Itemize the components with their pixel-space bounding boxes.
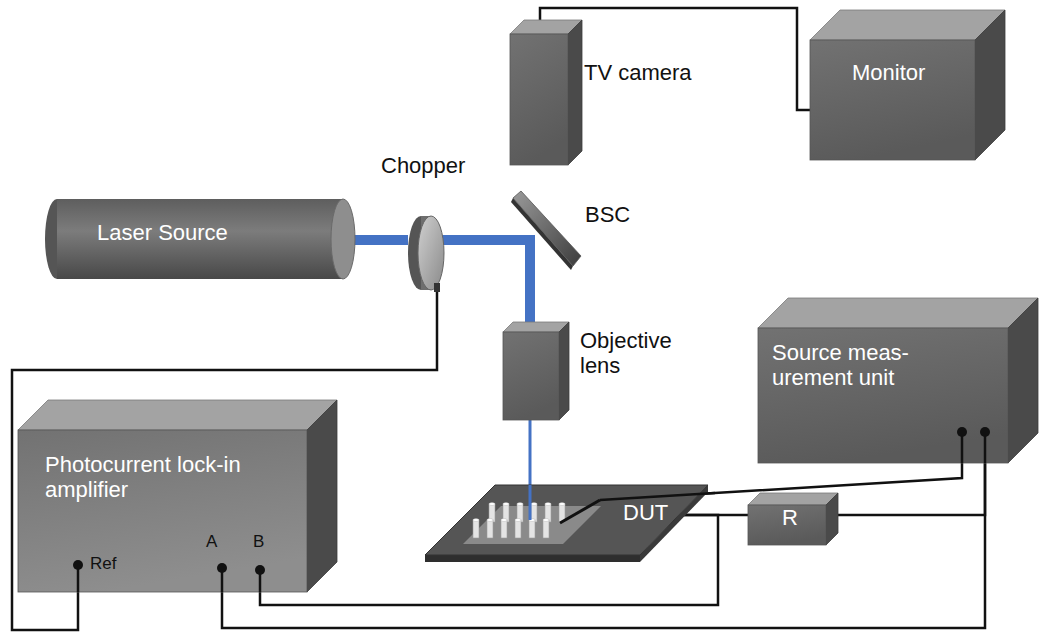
objective-lens-shape (503, 322, 569, 420)
box-side-face (559, 322, 569, 420)
resistor-box: R (748, 493, 838, 545)
nanopillar (515, 520, 521, 538)
laser-aperture (331, 199, 355, 279)
node-label: BSC (585, 202, 630, 227)
terminal-dot (255, 565, 265, 575)
laser-beam (525, 240, 535, 322)
device-under-test: DUT (425, 482, 715, 568)
nanopillar-top (489, 503, 495, 506)
splitter-plate (513, 191, 581, 266)
chopper-disc-shape (403, 213, 447, 293)
nanopillar-top (543, 519, 549, 522)
laser-body (57, 199, 343, 279)
terminal-dot (217, 563, 227, 573)
terminal-label: A (206, 532, 217, 552)
box-front-face (748, 505, 826, 545)
probe-needle (560, 500, 600, 523)
box-side-face (826, 493, 838, 545)
node-label: TV camera (584, 60, 692, 85)
node-label: R (782, 505, 798, 530)
nanopillar (487, 520, 493, 538)
terminal-dot (980, 427, 990, 437)
chopper-post (434, 283, 440, 292)
beam-splitter-shape (505, 188, 583, 273)
terminal-dot (73, 560, 83, 570)
laser-source: Laser Source (45, 196, 355, 282)
box-top-face (758, 298, 1038, 328)
objective-lens: Objective lens (503, 322, 569, 420)
laser-beam (447, 235, 530, 245)
nanopillar (473, 520, 479, 538)
node-label: DUT (623, 500, 668, 525)
node-label: Laser Source (97, 220, 228, 245)
beam-splitter: BSC (505, 188, 583, 273)
laser-beam (355, 235, 403, 245)
node-label: Source meas- urement unit (772, 340, 962, 391)
terminal-label: Ref (90, 554, 116, 574)
lock-in-amplifier: Photocurrent lock-in amplifier (18, 400, 337, 592)
splitter-edge (511, 198, 573, 270)
nanopillar-top (473, 519, 479, 522)
box-top-face (18, 400, 337, 430)
nanopillar-top (515, 519, 521, 522)
box-top-face (810, 10, 1005, 40)
nanopillar-top (487, 519, 493, 522)
box-front-face (18, 430, 307, 592)
nanopillar-top (501, 519, 507, 522)
box-side-face (975, 10, 1005, 160)
box-side-face (568, 20, 582, 165)
device-under-test-shape (425, 482, 715, 568)
box-front-face (810, 40, 975, 160)
laser-spot-beam (529, 485, 532, 520)
source-measurement-unit: Source meas- urement unit (758, 298, 1038, 463)
box-front-face (758, 328, 1008, 463)
box-front-face (510, 34, 568, 165)
tv-camera: TV camera (510, 20, 582, 165)
node-label: Chopper (381, 153, 465, 178)
nanopillar-top (545, 503, 551, 506)
signal-wire (12, 291, 437, 630)
node-label: Photocurrent lock-in amplifier (45, 452, 295, 503)
nanopillar (501, 520, 507, 538)
focused-beam (529, 420, 532, 520)
box-side-face (307, 400, 337, 592)
nanopillar (529, 520, 535, 538)
signal-wire (838, 463, 985, 515)
node-label: Objective lens (580, 328, 690, 379)
nanopillar (543, 520, 549, 538)
monitor-box: Monitor (810, 10, 1005, 160)
box-front-face (503, 332, 559, 420)
nanopillar-top (559, 503, 565, 506)
chopper-wheel (418, 216, 444, 290)
tv-camera-shape (510, 20, 582, 165)
nanopillar-top (503, 503, 509, 506)
terminal-dot (957, 427, 967, 437)
nanopillar-top (531, 503, 537, 506)
chopper-disc: Chopper (403, 213, 447, 293)
nanopillar-top (517, 503, 523, 506)
probe-wire (600, 493, 715, 500)
box-top-face (503, 322, 569, 332)
box-side-face (1008, 298, 1038, 463)
node-label: Monitor (852, 60, 925, 85)
plate-edge (425, 555, 640, 562)
terminal-label: B (253, 532, 264, 552)
box-top-face (748, 493, 838, 505)
